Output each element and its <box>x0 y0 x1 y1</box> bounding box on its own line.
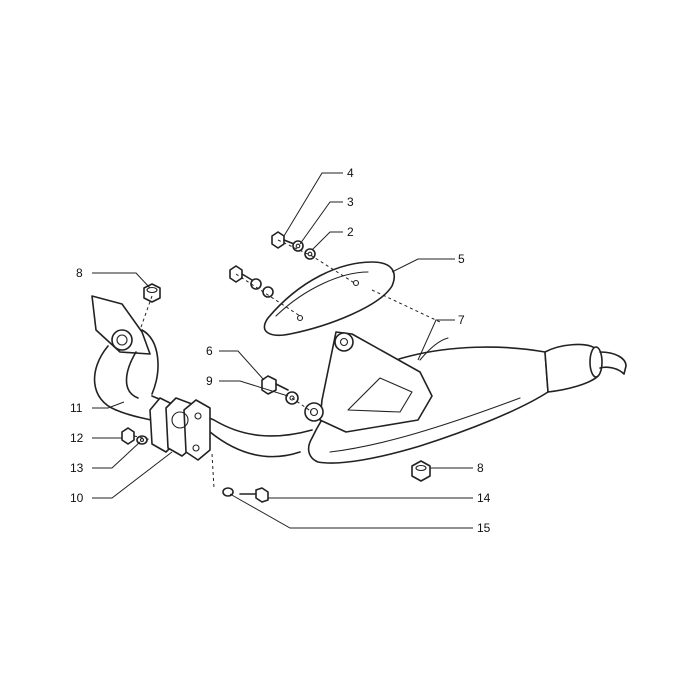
callout-3: 3 <box>347 195 354 209</box>
callout-6: 6 <box>206 344 213 358</box>
callout-7: 7 <box>458 313 465 327</box>
heat-shield <box>263 261 396 336</box>
leader-lines <box>92 172 473 529</box>
gasket-stack <box>149 397 211 461</box>
nut-12 <box>121 427 135 445</box>
callout-13: 13 <box>70 461 84 475</box>
callout-12: 12 <box>70 431 84 445</box>
callout-11: 11 <box>70 401 83 415</box>
bolt-6 <box>261 375 289 395</box>
muffler-bracket <box>304 331 433 433</box>
callout-labels: 4 3 2 8 5 7 6 9 11 12 13 10 8 14 15 <box>70 166 491 535</box>
callout-10: 10 <box>70 491 84 505</box>
callout-15: 15 <box>477 521 491 535</box>
bolt-set-lower <box>229 265 274 298</box>
callout-9: 9 <box>206 374 213 388</box>
nut-2 <box>304 248 316 260</box>
callout-14: 14 <box>477 491 491 505</box>
callout-2: 2 <box>347 225 354 239</box>
assembly-lines <box>133 239 441 489</box>
nut-8-lower <box>411 460 431 482</box>
callout-8-lower: 8 <box>477 461 484 475</box>
bolt-14 <box>239 487 269 503</box>
nut-8-upper <box>143 283 161 303</box>
callout-4: 4 <box>347 166 354 180</box>
callout-5: 5 <box>458 252 465 266</box>
callout-8-upper: 8 <box>76 266 83 280</box>
